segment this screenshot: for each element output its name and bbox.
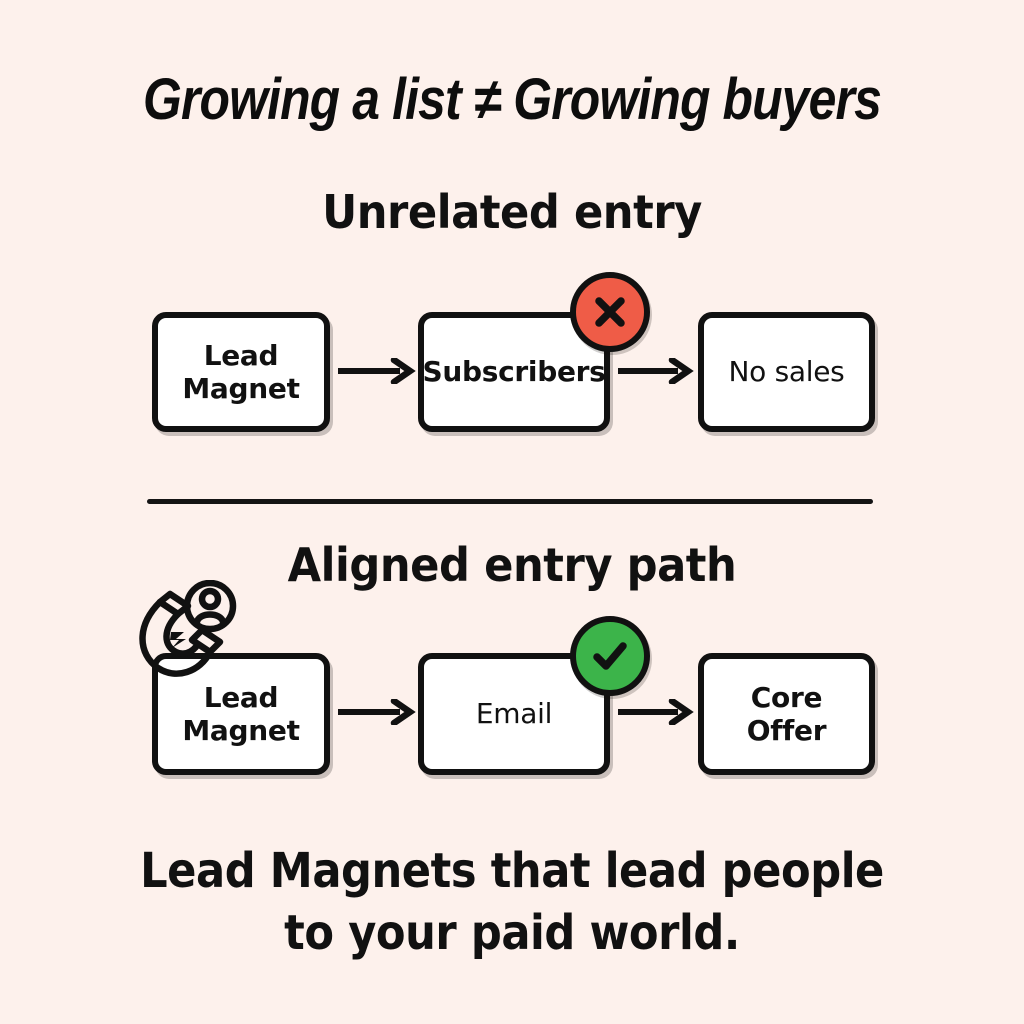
node-lead-magnet-aligned[interactable]: Lead Magnet [152, 653, 330, 775]
arrow-right-icon [616, 358, 696, 384]
section-divider [147, 499, 873, 504]
arrow-right-icon [616, 699, 696, 725]
node-no-sales[interactable]: No sales [698, 312, 875, 432]
node-label: Lead Magnet [182, 680, 300, 747]
node-lead-magnet-unrelated[interactable]: Lead Magnet [152, 312, 330, 432]
cross-icon [595, 297, 625, 327]
node-label: Core Offer [746, 680, 827, 747]
status-badge-fail[interactable] [570, 272, 650, 352]
page-title: Growing a list ≠ Growing buyers [143, 67, 882, 132]
node-label: Subscribers [422, 355, 606, 389]
flow-row-unrelated: Lead Magnet Subscribers No sales [0, 272, 1024, 460]
node-label: Email [475, 697, 553, 731]
node-core-offer[interactable]: Core Offer [698, 653, 875, 775]
node-label: No sales [728, 355, 845, 389]
section-heading-unrelated: Unrelated entry [322, 185, 702, 239]
flow-row-aligned: Lead Magnet Email Core Offer [0, 616, 1024, 801]
section-heading-aligned: Aligned entry path [287, 538, 737, 592]
status-badge-success[interactable] [570, 616, 650, 696]
arrow-right-icon [336, 699, 418, 725]
magnet-with-person-icon [139, 580, 237, 677]
check-icon [593, 642, 627, 670]
arrow-right-icon [336, 358, 418, 384]
node-label: Lead Magnet [182, 338, 300, 405]
caption-text: Lead Magnets that lead people to your pa… [140, 843, 884, 962]
